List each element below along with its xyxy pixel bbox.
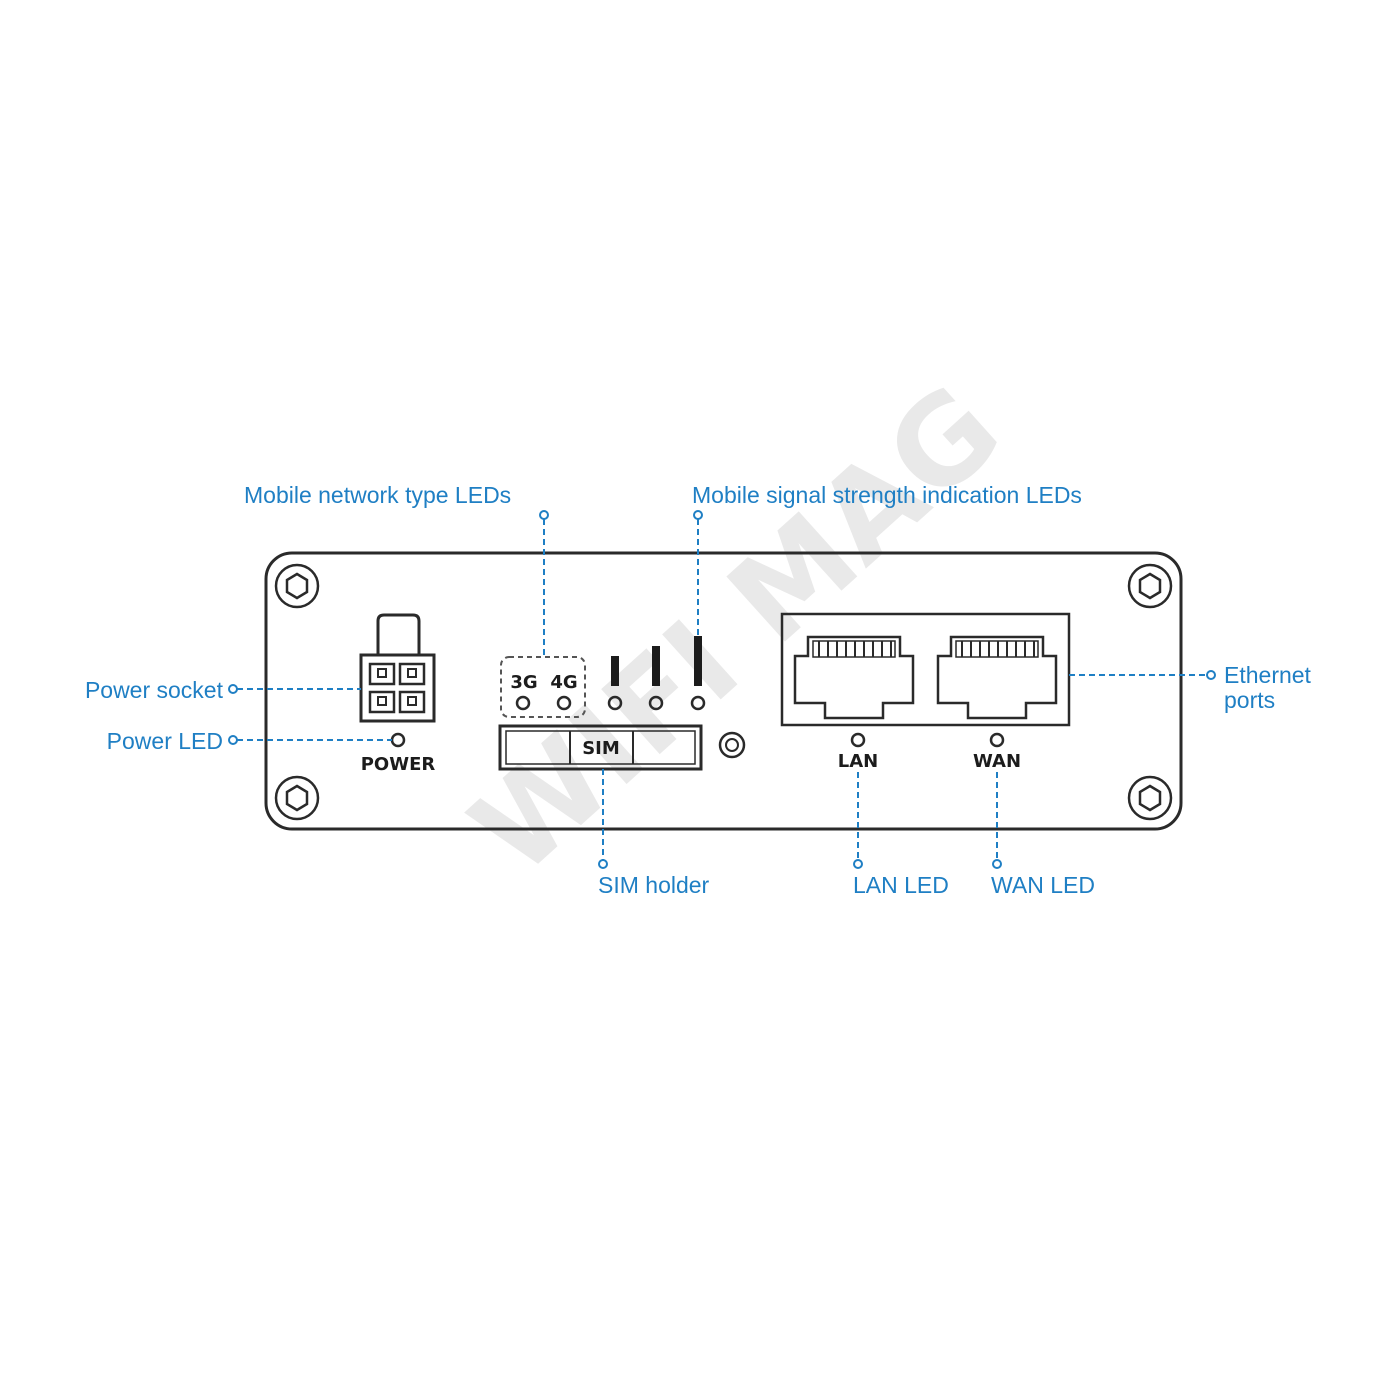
callout-mobile-network-type-leds: Mobile network type LEDs xyxy=(244,482,511,508)
wan-port[interactable] xyxy=(936,635,1058,720)
lan-label: LAN xyxy=(838,751,878,772)
leader-power-socket xyxy=(228,684,361,694)
signal-strength-bars-icon xyxy=(611,636,702,686)
network-type-led-group xyxy=(500,656,586,718)
signal-led-2 xyxy=(648,695,664,711)
callout-ethernet-ports-line1: Ethernet xyxy=(1224,662,1312,688)
leader-lan-led xyxy=(853,772,863,869)
lan-led xyxy=(850,732,866,748)
lan-port-pins-icon xyxy=(818,641,892,657)
sim-holder[interactable] xyxy=(498,724,703,771)
callout-lan-led: LAN LED xyxy=(853,872,949,898)
wan-label: WAN xyxy=(973,751,1021,772)
callout-power-led: Power LED xyxy=(107,728,223,754)
wan-port-pins-icon xyxy=(961,641,1035,657)
leader-sim-holder xyxy=(598,769,608,869)
leader-power-led xyxy=(228,735,392,745)
screw-top-left-icon xyxy=(274,563,320,609)
callout-wan-led: WAN LED xyxy=(991,872,1095,898)
reset-button[interactable] xyxy=(718,731,746,759)
leader-mobile-network-type xyxy=(539,510,549,657)
sim-label: SIM xyxy=(582,738,620,759)
power-socket[interactable] xyxy=(359,613,436,723)
signal-led-3 xyxy=(690,695,706,711)
watermark: WIFI MAG xyxy=(446,359,1027,901)
leader-ethernet-ports xyxy=(1069,670,1216,680)
callout-ethernet-ports-line2: ports xyxy=(1224,687,1275,713)
leader-signal-strength xyxy=(693,510,703,636)
lan-port[interactable] xyxy=(793,635,915,720)
leader-wan-led xyxy=(992,772,1002,869)
signal-led-1 xyxy=(607,695,623,711)
power-label: POWER xyxy=(361,754,436,775)
screw-bottom-right-icon xyxy=(1127,775,1173,821)
callout-sim-holder: SIM holder xyxy=(598,872,710,898)
led-3g-label: 3G xyxy=(510,672,537,693)
screw-bottom-left-icon xyxy=(274,775,320,821)
power-led xyxy=(390,732,406,748)
led-3g xyxy=(515,695,531,711)
led-4g-label: 4G xyxy=(550,672,577,693)
front-panel xyxy=(264,551,1183,831)
wan-led xyxy=(989,732,1005,748)
ethernet-ports-block xyxy=(780,612,1071,727)
callout-mobile-signal-strength-leds: Mobile signal strength indication LEDs xyxy=(692,482,1082,508)
callout-power-socket: Power socket xyxy=(85,677,224,703)
screw-top-right-icon xyxy=(1127,563,1173,609)
led-4g xyxy=(556,695,572,711)
